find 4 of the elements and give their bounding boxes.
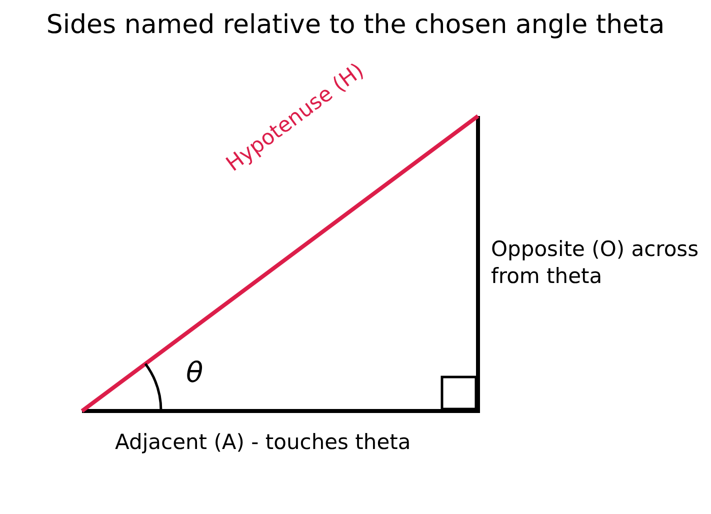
angle-symbol: θ <box>186 356 204 389</box>
side-label: Opposite (O) across from theta <box>491 236 700 290</box>
title: Sides named relative to the chosen angle theta <box>45 10 666 40</box>
side-label: Adjacent (A) - touches theta <box>115 430 411 454</box>
